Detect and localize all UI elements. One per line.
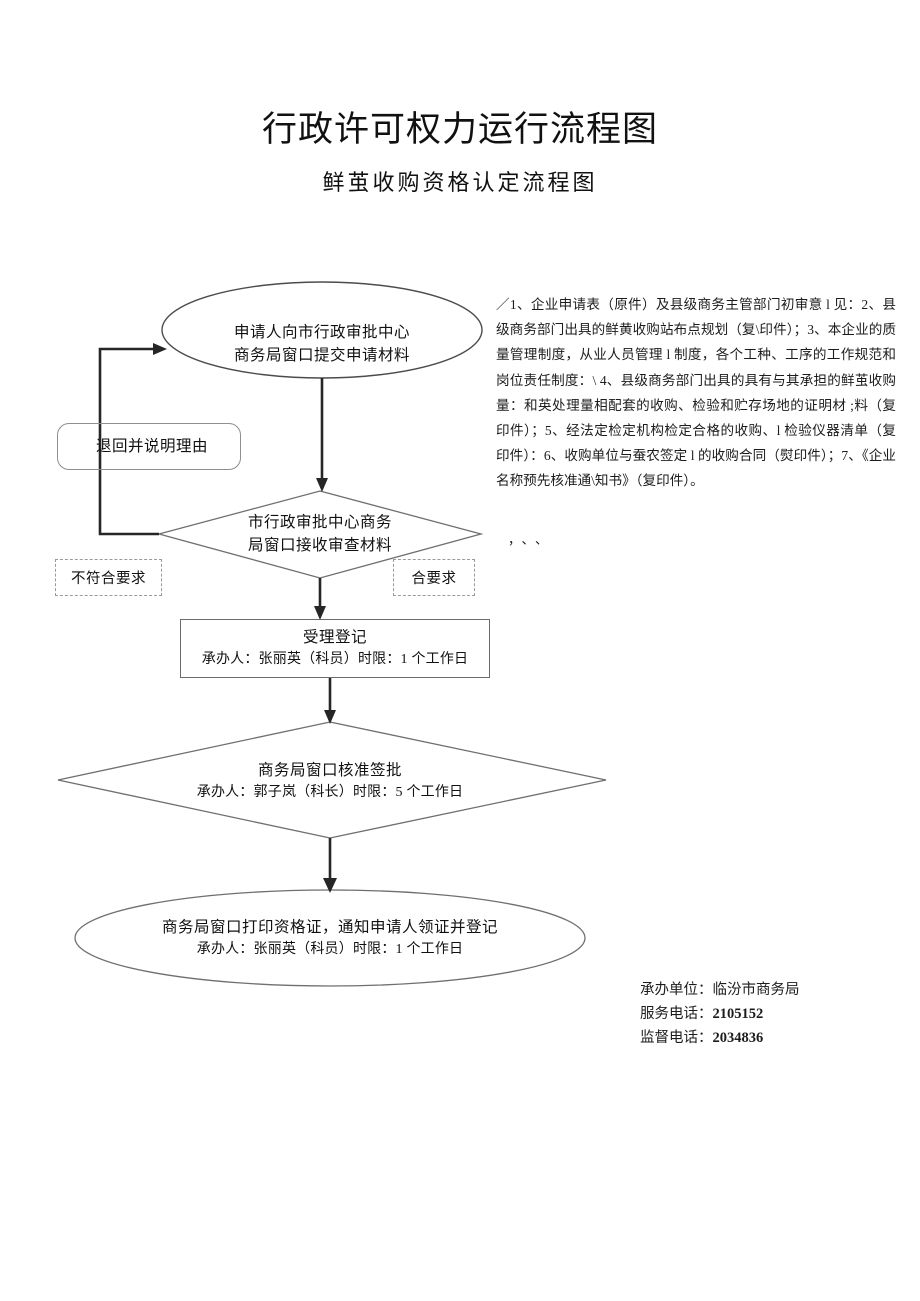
decision-2-line2: 承办人：郭子岚（科长）时限：5 个工作日	[196, 784, 464, 800]
return-reason-label: 退回并说明理由	[95, 438, 208, 455]
footer-supervise-value: 2034836	[712, 1030, 764, 1046]
footer-service-value: 2105152	[712, 1006, 764, 1022]
footer-contact: 承办单位：临汾市商务局 服务电话：2105152 监督电话：2034836	[640, 978, 910, 1050]
requirements-paragraph: ／1、企业申请表（原件）及县级商务主管部门初审意 l 见：2、县级商务部门出具的…	[496, 292, 896, 494]
start-node-line1: 申请人向市行政审批中心	[233, 324, 410, 341]
accept-line2: 承办人：张丽英（科员）时限：1 个工作日	[201, 652, 469, 667]
stray-slash-mark: ／	[496, 297, 510, 312]
footer-unit-row: 承办单位：临汾市商务局	[640, 978, 910, 1002]
branch-label-qualified-text: 合要求	[411, 571, 457, 587]
start-node-line2: 商务局窗口提交申请材料	[233, 347, 410, 364]
finish-line2: 承办人：张丽英（科员）时限：1 个工作日	[196, 941, 464, 957]
arrowhead-decision1-in	[316, 478, 328, 492]
footer-service-row: 服务电话：2105152	[640, 1002, 910, 1026]
decision-2-line1: 商务局窗口核准签批	[257, 761, 402, 779]
branch-label-not-qualified: 不符合要求	[55, 559, 162, 596]
finish-line1: 商务局窗口打印资格证，通知申请人领证并登记	[161, 918, 498, 936]
return-reason-box[interactable]: 退回并说明理由	[57, 423, 241, 470]
footer-unit-label: 承办单位：	[640, 982, 713, 998]
requirements-tail-marks: ，、、	[508, 532, 556, 547]
branch-label-not-qualified-text: 不符合要求	[71, 571, 146, 587]
arrowhead-finish-in	[323, 878, 337, 893]
decision-2-node[interactable]: 商务局窗口核准签批 承办人：郭子岚（科长）时限：5 个工作日	[160, 754, 500, 808]
start-node[interactable]: 申请人向市行政审批中心 商务局窗口提交申请材料	[182, 318, 462, 370]
decision-1-line2: 局窗口接收审查材料	[247, 537, 392, 554]
finish-node[interactable]: 商务局窗口打印资格证，通知申请人领证并登记 承办人：张丽英（科员）时限：1 个工…	[95, 910, 565, 966]
arrowhead-loop-into-start	[153, 343, 167, 355]
arrowhead-accept-in	[314, 606, 326, 620]
requirements-body: 1、企业申请表（原件）及县级商务主管部门初审意 l 见：2、县级商务部门出具的鲜…	[496, 297, 896, 489]
page-subtitle: 鲜茧收购资格认定流程图	[322, 170, 598, 195]
branch-label-qualified: 合要求	[393, 559, 475, 596]
accept-registration-box[interactable]: 受理登记 承办人：张丽英（科员）时限：1 个工作日	[180, 619, 490, 678]
footer-service-label: 服务电话：	[640, 1006, 713, 1022]
footer-unit-value: 临汾市商务局	[712, 982, 800, 998]
arrowhead-decision2-in	[324, 710, 336, 724]
footer-supervise-label: 监督电话：	[640, 1030, 713, 1046]
page-title: 行政许可权力运行流程图	[261, 110, 658, 149]
decision-1-node[interactable]: 市行政审批中心商务 局窗口接收审查材料	[200, 508, 440, 560]
footer-supervise-row: 监督电话：2034836	[640, 1026, 910, 1050]
accept-line1: 受理登记	[302, 629, 367, 646]
decision-1-line1: 市行政审批中心商务	[247, 514, 392, 531]
